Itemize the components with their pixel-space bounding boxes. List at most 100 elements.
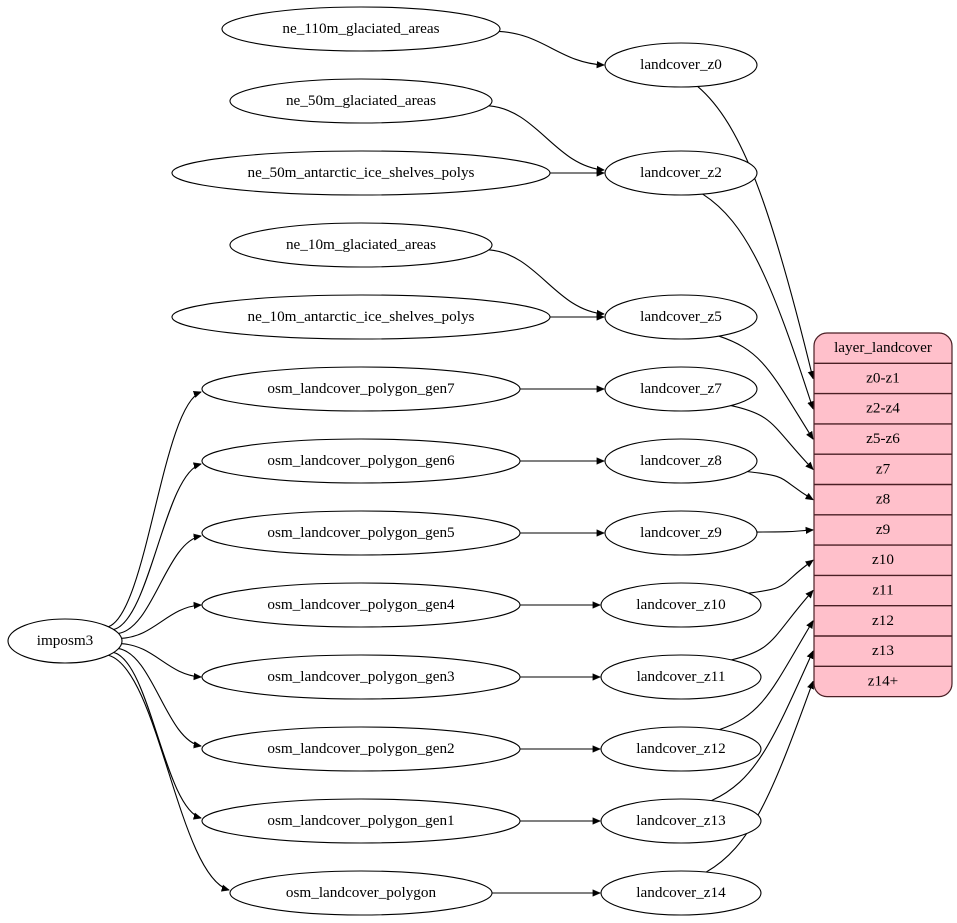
edge-landcover_z11-to-z11 [731, 591, 813, 661]
node-label: ne_10m_antarctic_ice_shelves_polys [248, 308, 475, 325]
node-label: landcover_z11 [637, 668, 726, 685]
edge-landcover_z0-to-z0-z1 [697, 86, 813, 378]
node-label: osm_landcover_polygon_gen1 [267, 812, 454, 829]
node-label: ne_10m_glaciated_areas [286, 236, 436, 253]
node-ellipse[interactable] [604, 438, 758, 484]
node-ellipse[interactable] [604, 366, 758, 412]
node-label: ne_50m_glaciated_areas [286, 92, 436, 109]
edge-imposm3-to-osm_landcover_polygon_gen3 [121, 643, 201, 677]
node-layer: imposm3 ne_110m_glaciated_areas ne_50m_gla… [7, 6, 762, 916]
layer-table-row-z2-z4[interactable]: z2-z4 [866, 400, 900, 417]
node-ne_50m_glaciated_areas[interactable]: ne_50m_glaciated_areas [229, 78, 493, 124]
edge-ne_10m_glaciated_areas-to-landcover_z5 [488, 249, 604, 314]
node-imposm3[interactable]: imposm3 [7, 618, 123, 664]
node-ellipse[interactable] [600, 582, 762, 628]
node-ellipse[interactable] [171, 150, 551, 196]
node-ellipse[interactable] [201, 798, 521, 844]
node-landcover_z13[interactable]: landcover_z13 [600, 798, 762, 844]
node-label: osm_landcover_polygon_gen6 [267, 452, 455, 469]
node-ellipse[interactable] [229, 222, 493, 268]
node-ne_10m_glaciated_areas[interactable]: ne_10m_glaciated_areas [229, 222, 493, 268]
edge-landcover_z8-to-z8 [747, 471, 813, 500]
node-osm_landcover_polygon_gen6[interactable]: osm_landcover_polygon_gen6 [201, 438, 521, 484]
node-osm_landcover_polygon_gen1[interactable]: osm_landcover_polygon_gen1 [201, 798, 521, 844]
edge-landcover_z10-to-z10 [748, 560, 813, 594]
edge-imposm3-to-osm_landcover_polygon_gen1 [113, 651, 201, 818]
edge-landcover_z13-to-z13 [711, 651, 814, 802]
node-label: osm_landcover_polygon [286, 884, 437, 901]
node-landcover_z11[interactable]: landcover_z11 [600, 654, 762, 700]
node-ellipse[interactable] [604, 150, 758, 196]
layer-table-row-z7[interactable]: z7 [876, 460, 891, 477]
node-label: landcover_z7 [640, 380, 722, 397]
node-landcover_z10[interactable]: landcover_z10 [600, 582, 762, 628]
node-ellipse[interactable] [171, 294, 551, 340]
node-ellipse[interactable] [201, 366, 521, 412]
node-ellipse[interactable] [201, 726, 521, 772]
node-ellipse[interactable] [604, 294, 758, 340]
node-osm_landcover_polygon_gen3[interactable]: osm_landcover_polygon_gen3 [201, 654, 521, 700]
node-ellipse[interactable] [600, 726, 762, 772]
edge-imposm3-to-osm_landcover_polygon_gen7 [108, 392, 201, 628]
layer-table-row-z12[interactable]: z12 [872, 612, 894, 629]
node-ellipse[interactable] [7, 618, 123, 664]
node-label: landcover_z5 [640, 308, 722, 325]
layer-table-row-z10[interactable]: z10 [872, 551, 894, 568]
node-label: imposm3 [37, 632, 94, 649]
node-label: ne_50m_antarctic_ice_shelves_polys [248, 164, 475, 181]
layer-table-row-z0-z1[interactable]: z0-z1 [866, 369, 900, 386]
node-landcover_z8[interactable]: landcover_z8 [604, 438, 758, 484]
node-landcover_z12[interactable]: landcover_z12 [600, 726, 762, 772]
node-ellipse[interactable] [201, 510, 521, 556]
node-label: landcover_z2 [640, 164, 722, 181]
node-ellipse[interactable] [229, 78, 493, 124]
layer-table-row-z5-z6[interactable]: z5-z6 [866, 430, 900, 447]
node-ellipse[interactable] [201, 654, 521, 700]
edge-landcover_z9-to-z9 [756, 530, 813, 532]
node-osm_landcover_polygon[interactable]: osm_landcover_polygon [229, 870, 493, 916]
node-landcover_z5[interactable]: landcover_z5 [604, 294, 758, 340]
node-ellipse[interactable] [604, 42, 758, 88]
node-ellipse[interactable] [221, 6, 501, 52]
node-ne_50m_antarctic_ice_shelves_polys[interactable]: ne_50m_antarctic_ice_shelves_polys [171, 150, 551, 196]
edge-imposm3-to-osm_landcover_polygon_gen6 [113, 464, 201, 631]
node-label: landcover_z14 [636, 884, 726, 901]
node-ellipse[interactable] [201, 438, 521, 484]
edge-landcover_z5-to-z5-z6 [718, 335, 813, 439]
node-label: landcover_z13 [636, 812, 725, 829]
layer-table-row-z9[interactable]: z9 [876, 521, 890, 538]
node-landcover_z9[interactable]: landcover_z9 [604, 510, 758, 556]
node-ellipse[interactable] [604, 510, 758, 556]
node-label: ne_110m_glaciated_areas [282, 20, 439, 37]
node-label: landcover_z10 [636, 596, 726, 613]
edge-imposm3-to-osm_landcover_polygon_gen5 [118, 536, 201, 635]
node-osm_landcover_polygon_gen7[interactable]: osm_landcover_polygon_gen7 [201, 366, 521, 412]
layer-table-row-z13[interactable]: z13 [872, 642, 894, 659]
edge-ne_110m_glaciated_areas-to-landcover_z0 [499, 30, 604, 65]
edge-imposm3-to-osm_landcover_polygon_gen4 [121, 605, 201, 639]
node-ne_110m_glaciated_areas[interactable]: ne_110m_glaciated_areas [221, 6, 501, 52]
edge-landcover_z14-to-z14+ [705, 681, 813, 873]
node-ellipse[interactable] [229, 870, 493, 916]
node-label: landcover_z0 [640, 56, 722, 73]
node-landcover_z7[interactable]: landcover_z7 [604, 366, 758, 412]
node-ne_10m_antarctic_ice_shelves_polys[interactable]: ne_10m_antarctic_ice_shelves_polys [171, 294, 551, 340]
edge-landcover_z12-to-z12 [719, 621, 813, 731]
node-landcover_z0[interactable]: landcover_z0 [604, 42, 758, 88]
layer-table-row-z8[interactable]: z8 [876, 491, 891, 508]
node-osm_landcover_polygon_gen4[interactable]: osm_landcover_polygon_gen4 [201, 582, 521, 628]
node-ellipse[interactable] [600, 654, 762, 700]
node-label: landcover_z9 [640, 524, 722, 541]
layer-table-row-z14+[interactable]: z14+ [868, 672, 899, 689]
node-ellipse[interactable] [600, 798, 762, 844]
node-osm_landcover_polygon_gen2[interactable]: osm_landcover_polygon_gen2 [201, 726, 521, 772]
node-ellipse[interactable] [201, 582, 521, 628]
layer-table-row-z11[interactable]: z11 [872, 582, 893, 599]
node-landcover_z2[interactable]: landcover_z2 [604, 150, 758, 196]
node-osm_landcover_polygon_gen5[interactable]: osm_landcover_polygon_gen5 [201, 510, 521, 556]
node-landcover_z14[interactable]: landcover_z14 [600, 870, 762, 916]
edge-layer [108, 30, 814, 893]
node-ellipse[interactable] [600, 870, 762, 916]
